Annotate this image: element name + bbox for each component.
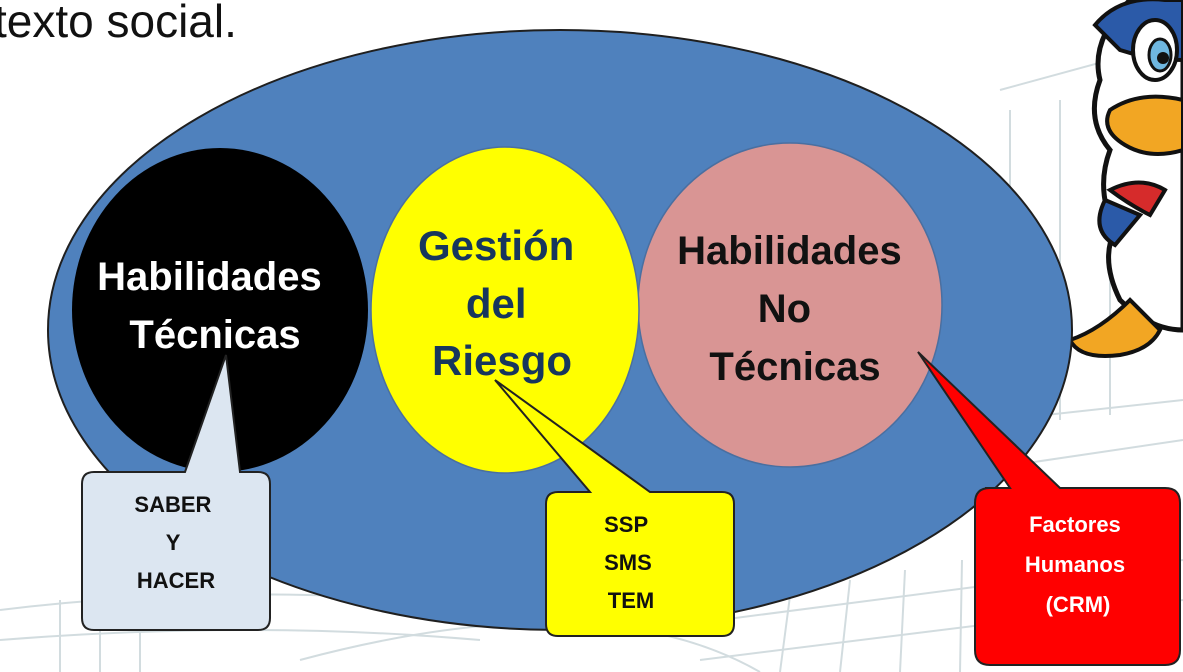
- circle-nontechnical-skills-label: Habilidades No Técnicas: [677, 229, 913, 389]
- circle-technical-skills-line-1: Habilidades: [97, 255, 322, 299]
- circle-risk-management-label: Gestión del Riesgo: [418, 222, 586, 384]
- cartoon-duck-illustration: [1067, 0, 1183, 358]
- callout-human-factors-label: Factores Humanos (CRM): [1025, 512, 1131, 617]
- circle-risk-management-line-2: del: [466, 280, 527, 327]
- slide-top-text: texto social.: [0, 0, 237, 47]
- callout-ssp-sms-tem-line-3: TEM: [608, 588, 654, 613]
- circle-nontechnical-skills-line-3: Técnicas: [709, 345, 880, 389]
- circle-risk-management: [370, 146, 640, 474]
- circle-technical-skills-line-2: Técnicas: [129, 313, 300, 357]
- callout-human-factors-line-2: Humanos: [1025, 552, 1125, 577]
- callout-saber-hacer-line-3: HACER: [137, 568, 215, 593]
- callout-human-factors: [917, 351, 1181, 666]
- circle-technical-skills-label: Habilidades Técnicas: [97, 255, 333, 357]
- callout-ssp-sms-tem-line-2: SMS: [604, 550, 652, 575]
- circle-risk-management-line-3: Riesgo: [432, 337, 572, 384]
- callout-saber-hacer: [81, 354, 271, 631]
- callout-ssp-sms-tem-line-1: SSP: [604, 512, 648, 537]
- circle-technical-skills: [72, 148, 368, 472]
- callout-human-factors-line-1: Factores: [1029, 512, 1121, 537]
- callout-human-factors-line-3: (CRM): [1046, 592, 1111, 617]
- circle-risk-management-line-1: Gestión: [418, 222, 574, 269]
- callout-ssp-sms-tem: [494, 379, 735, 637]
- circle-nontechnical-skills-line-1: Habilidades: [677, 229, 902, 273]
- callout-saber-hacer-line-1: SABER: [134, 492, 211, 517]
- callout-saber-hacer-line-2: Y: [166, 530, 181, 555]
- callout-saber-hacer-label: SABER Y HACER: [134, 492, 217, 593]
- circle-nontechnical-skills-line-2: No: [758, 287, 811, 331]
- callout-ssp-sms-tem-label: SSP SMS TEM: [604, 512, 658, 613]
